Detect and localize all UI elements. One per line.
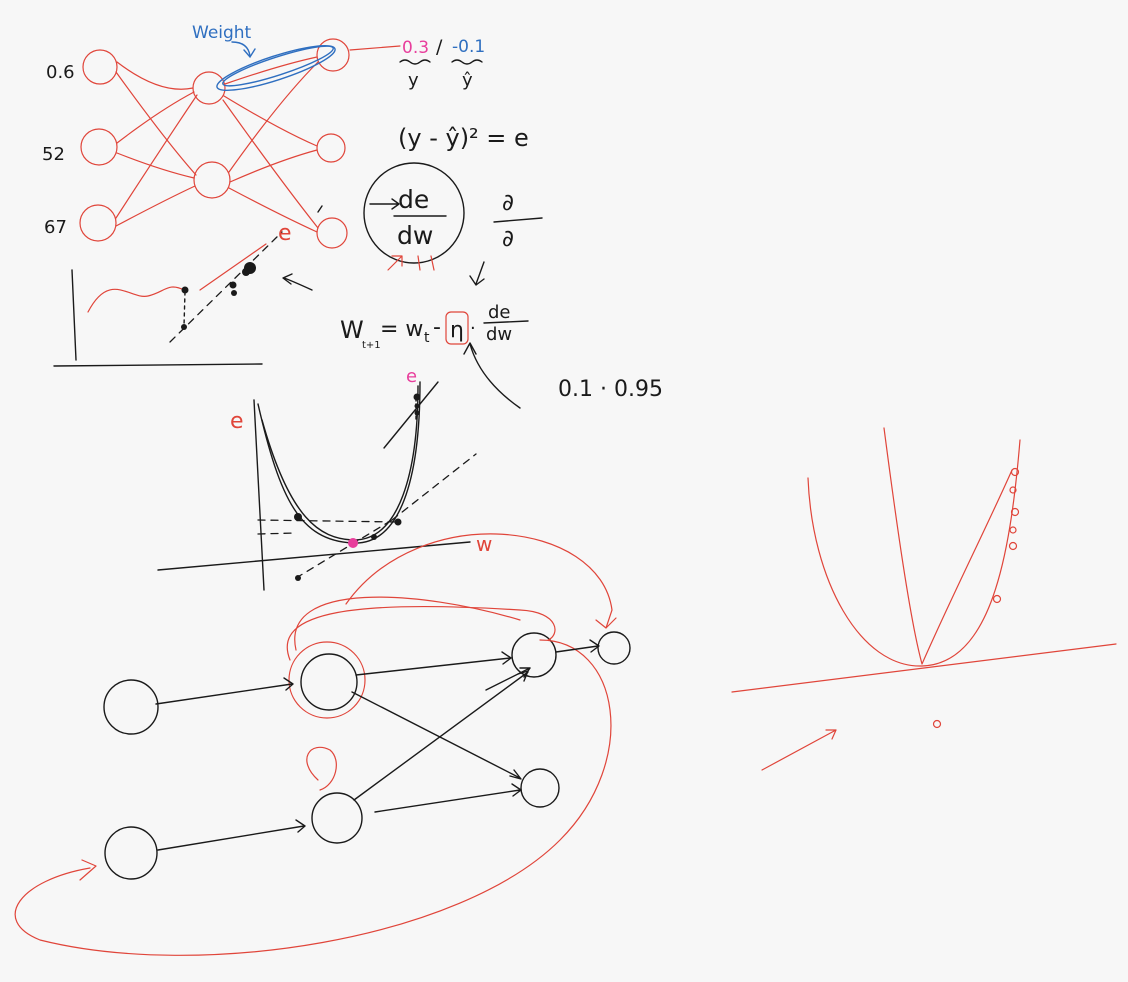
small-plot-x-axis (53, 363, 263, 367)
update-rule: W t+1 = w t - η · de dw (340, 302, 529, 409)
error-formula: (y - ŷ)² = e (398, 124, 529, 152)
weight-label: Weight (192, 23, 252, 43)
feedforward-network (79, 38, 401, 249)
rnn-output-3 (597, 631, 631, 665)
rnn-hidden-2 (311, 792, 363, 844)
input-label-2: 52 (42, 144, 65, 165)
update-minus: - (433, 315, 441, 340)
right-parabola-inner (883, 427, 1013, 665)
small-error-plot (53, 205, 323, 367)
prediction-y-hat: -0.1 (452, 37, 485, 57)
update-dot: · (470, 318, 476, 339)
hidden-2-self-loop (306, 746, 337, 791)
rnn-input-2 (104, 826, 158, 880)
partial-numerator: ∂ (502, 190, 514, 216)
recurrent-network (14, 533, 631, 956)
small-plot-error-curve (87, 286, 185, 313)
weight-arrow (231, 41, 251, 57)
derivative-denominator: dw (397, 221, 433, 250)
update-rhs-subscript: t (424, 330, 430, 346)
update-derivative-num: de (488, 302, 511, 323)
hidden-node-1 (192, 71, 226, 105)
parabola-curve (257, 381, 421, 544)
learning-rate-value: 0.1 · 0.95 (558, 377, 663, 402)
hidden-output-edges (222, 56, 319, 233)
right-parabola-plot (731, 427, 1117, 771)
small-plot-tangent (169, 231, 283, 343)
parabola-w-label: w (476, 532, 492, 556)
parabola-tangent-right (295, 453, 477, 579)
parabola-x-axis (157, 541, 471, 571)
small-plot-e-label: e (278, 221, 292, 246)
small-plot-arrow (282, 273, 313, 291)
learning-rate-symbol: η (450, 318, 464, 343)
input-node-2 (80, 128, 118, 166)
minimum-point (348, 538, 358, 548)
symbol-y-hat: ŷ (462, 70, 473, 91)
small-plot-y-axis (71, 269, 77, 361)
rnn-input-1 (103, 679, 159, 735)
input-node-3 (79, 204, 117, 242)
parabola-e-label-left: e (230, 409, 244, 434)
update-lhs-subscript: t+1 (362, 340, 381, 351)
parabola-tangent-steep (383, 381, 439, 449)
update-lhs: W (340, 316, 364, 344)
input-label-3: 67 (44, 217, 67, 238)
output-node-3 (316, 217, 348, 249)
right-plot-x-axis (731, 643, 1117, 693)
output-node-1 (316, 38, 350, 72)
input-node-1 (82, 49, 118, 85)
top-arc-loop (345, 533, 617, 629)
right-parabola-outer (807, 439, 1021, 667)
input-hidden-edges (115, 61, 198, 227)
update-derivative-den: dw (486, 324, 512, 345)
prediction-y: 0.3 (402, 38, 429, 58)
rnn-hidden-1 (300, 653, 358, 711)
error-parabola-plot (157, 381, 477, 591)
output-connector (349, 45, 401, 51)
right-plot-arrow (761, 729, 837, 771)
derivative-circle (363, 162, 465, 264)
output-node-2 (316, 133, 346, 163)
symbol-y: y (408, 70, 419, 91)
weight-highlight (216, 44, 336, 92)
update-equals: = w (380, 317, 423, 342)
rnn-output-1 (511, 632, 557, 678)
hidden-node-2 (193, 161, 231, 199)
hidden-1-to-output-loop (286, 605, 556, 661)
svg-text:/: / (436, 36, 443, 58)
learning-rate-box (445, 311, 469, 345)
right-plot-origin-mark (932, 719, 942, 729)
parabola-e-label-top: e (406, 366, 417, 387)
rnn-output-2 (520, 768, 560, 808)
derivative-numerator: de (398, 185, 429, 214)
input-label-1: 0.6 (46, 62, 75, 83)
hidden-1-self-loop (288, 641, 366, 719)
bottom-feedback-loop (14, 639, 612, 956)
parabola-level-line (257, 519, 399, 523)
parabola-y-axis (253, 399, 265, 591)
partial-denominator: ∂ (502, 226, 514, 252)
